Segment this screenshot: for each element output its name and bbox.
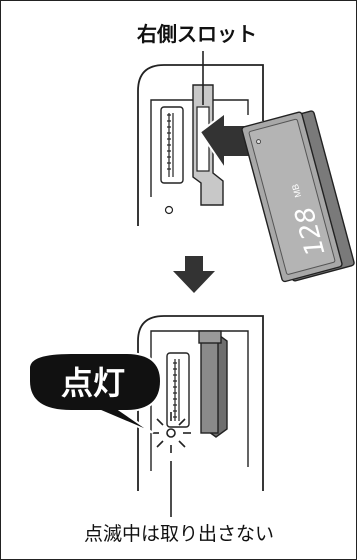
top-printer-panel	[137, 51, 264, 226]
cf-card-hole	[256, 139, 261, 145]
indicator-led-lit-icon	[151, 412, 191, 453]
inserted-card	[200, 340, 219, 434]
connector-pins	[167, 113, 174, 177]
indicator-led-icon	[164, 205, 174, 215]
inserted-card-top	[198, 330, 222, 344]
arrow-down-icon	[173, 256, 215, 293]
bottom-printer-panel	[137, 315, 264, 517]
lit-badge-bubble	[28, 352, 163, 434]
printer-side-edge-top	[137, 64, 264, 226]
right-slot-label: 右側スロット	[137, 22, 257, 46]
slot-housing-bottom	[150, 330, 249, 471]
cf-card: 128 MB	[241, 110, 355, 283]
lit-label: 点灯	[61, 364, 125, 402]
cf-card-unit: MB	[290, 183, 303, 199]
do-not-remove-caption: 点滅中は取り出さない	[84, 523, 274, 545]
printer-side-edge-bottom	[137, 315, 264, 491]
left-slot	[160, 106, 184, 184]
left-slot-bottom	[166, 352, 190, 428]
lit-badge: 点灯	[28, 352, 163, 434]
cf-card-label	[248, 118, 336, 275]
connector-pins-bottom	[173, 359, 180, 421]
